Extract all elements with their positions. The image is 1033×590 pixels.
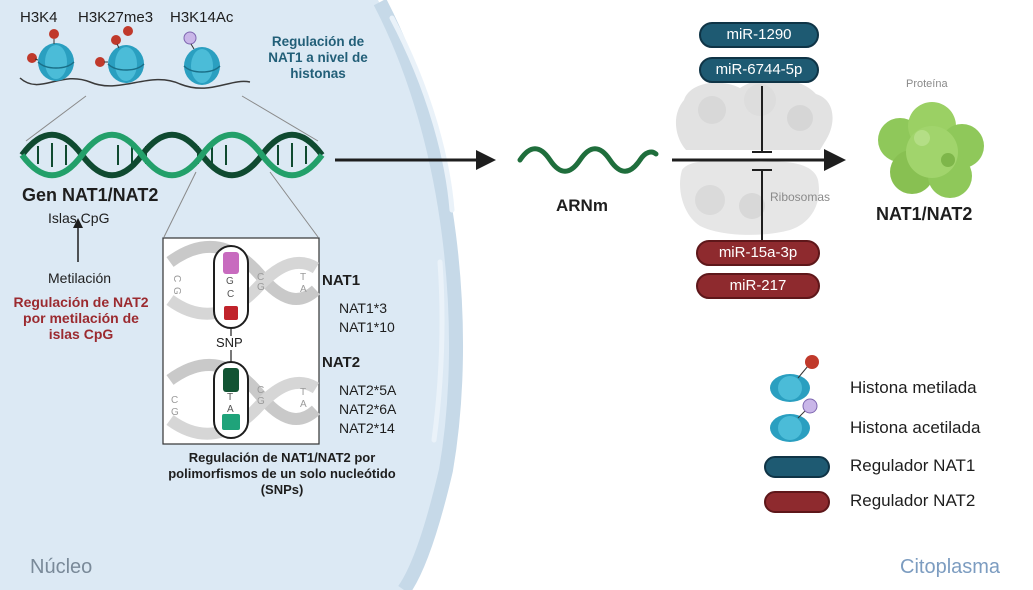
regulator-nat2-pill: miR-217: [696, 273, 820, 299]
regulator-nat1-label: miR-1290: [726, 26, 792, 43]
zoom-lines-snp: [163, 171, 319, 238]
ribosome-label: Ribosomas: [770, 190, 831, 204]
legend-nat2-label: Regulador NAT2: [850, 491, 976, 510]
histone-label-h3k14ac: H3K14Ac: [170, 9, 234, 26]
base-bottom-0: C: [171, 395, 179, 406]
base-bottom-3: A: [227, 404, 234, 415]
base-bottom-1: G: [171, 407, 179, 418]
methylation-arrow: [73, 218, 83, 262]
legend-methylated-label: Histona metilada: [850, 378, 977, 397]
base-bottom-5: G: [257, 396, 265, 407]
legend-nat1-swatch: [764, 456, 830, 478]
base-top-4: C: [257, 272, 265, 283]
nat1-title: NAT1: [322, 272, 361, 289]
snp-box: [162, 237, 321, 445]
base-top-7: A: [300, 284, 307, 295]
histone-h3k27me3: [95, 26, 145, 83]
regulator-nat2-label: miR-217: [729, 277, 787, 294]
regulator-nat2-label: miR-15a-3p: [718, 244, 798, 261]
histone-label-h3k4: H3K4: [20, 9, 58, 26]
mirna-inhibition: [752, 86, 772, 240]
dna-helix: [19, 131, 325, 179]
legend-acetylated-label: Histona acetilada: [850, 418, 981, 437]
base-bottom-7: A: [300, 399, 307, 410]
histone-label-h3k27me3: H3K27me3: [78, 9, 154, 26]
histone-regulation-title: Regulación de NAT1 a nivel de histonas: [268, 34, 368, 81]
transcription-arrow: [335, 150, 496, 170]
methylation-regulation-text: Regulación de NAT2 por metilación de isl…: [13, 294, 149, 342]
protein-label: NAT1/NAT2: [876, 204, 973, 224]
nat2-allele: NAT2*5A: [339, 382, 397, 398]
regulator-nat1-pill: miR-6744-5p: [699, 57, 819, 83]
base-bottom-4: C: [257, 385, 265, 396]
protein: [878, 102, 984, 198]
translation-arrow: [672, 149, 846, 171]
base-top-2: G: [226, 276, 234, 287]
methylation-label: Metilación: [48, 270, 112, 286]
nat2-allele: NAT2*6A: [339, 401, 397, 417]
base-top-3: C: [227, 289, 235, 300]
legend-nat2-swatch: [764, 491, 830, 513]
protein-top-label: Proteína: [906, 78, 948, 90]
base-top-6: T: [300, 272, 307, 283]
nat2-allele: NAT2*14: [339, 420, 395, 436]
cytoplasm-label: Citoplasma: [900, 556, 1001, 578]
legend-acetylated-icon: [770, 398, 818, 442]
nat1-allele: NAT1*10: [339, 319, 395, 335]
base-bottom-2: T: [227, 392, 234, 403]
base-top-0: C: [171, 275, 182, 283]
mrna-label: ARNm: [556, 196, 608, 215]
nucleus-label: Núcleo: [30, 556, 93, 578]
histone-h3k14ac: [183, 31, 221, 85]
legend-methylated-icon: [770, 355, 819, 402]
nat1-allele: NAT1*3: [339, 300, 387, 316]
cpg-islands-label: Islas CpG: [48, 210, 110, 226]
regulator-nat1-pill: miR-1290: [699, 22, 819, 48]
zoom-lines-histone: [25, 95, 319, 142]
nat2-title: NAT2: [322, 354, 361, 371]
histone-group: [19, 26, 251, 89]
mrna-wave: [517, 146, 659, 174]
snp-label: SNP: [216, 335, 243, 350]
regulator-nat2-pill: miR-15a-3p: [696, 240, 820, 266]
legend-nat1-label: Regulador NAT1: [850, 456, 976, 475]
base-bottom-6: T: [300, 387, 307, 398]
snp-caption: Regulación de NAT1/NAT2 por polimorfismo…: [168, 450, 396, 497]
base-top-5: G: [257, 282, 265, 293]
gene-label: Gen NAT1/NAT2: [22, 185, 159, 205]
histone-h3k4: [27, 29, 75, 81]
regulator-nat1-label: miR-6744-5p: [715, 61, 803, 78]
ribosome: [675, 78, 833, 235]
base-top-1: G: [171, 287, 182, 295]
